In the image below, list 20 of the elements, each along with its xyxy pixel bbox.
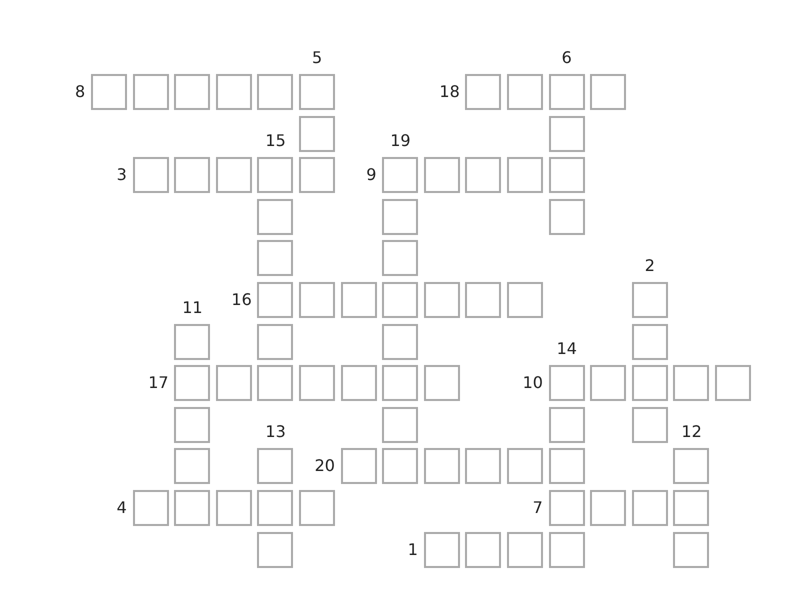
clue-number: 15 <box>265 131 286 152</box>
clue-number: 17 <box>148 373 169 394</box>
clue-number: 11 <box>182 298 203 318</box>
clue-number: 4 <box>116 498 127 518</box>
clue-number: 9 <box>366 165 376 186</box>
clue-number: 19 <box>390 131 411 152</box>
clue-number: 20 <box>314 456 335 476</box>
clue-number: 6 <box>562 48 572 68</box>
clue-number: 7 <box>532 498 543 518</box>
clue-number: 3 <box>116 165 127 186</box>
clue-number: 16 <box>231 290 252 310</box>
clue-number: 14 <box>556 339 577 360</box>
clue-number: 13 <box>265 422 286 442</box>
clue-number: 5 <box>312 48 322 68</box>
clue-number: 18 <box>439 82 460 102</box>
clue-number: 1 <box>408 540 418 560</box>
clue-number: 10 <box>522 373 543 394</box>
clue-number: 2 <box>644 256 655 276</box>
clue-number: 8 <box>75 82 86 102</box>
clue-number: 12 <box>681 422 702 442</box>
